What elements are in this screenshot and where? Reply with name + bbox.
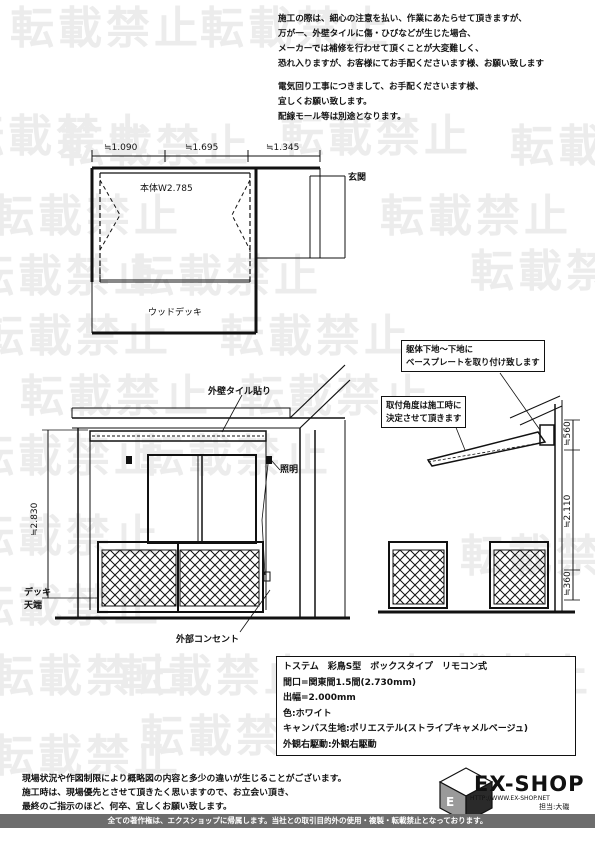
side-dim-bottom: ≒360 (563, 571, 573, 596)
staff-label: 担当:大磯 (539, 803, 570, 811)
plan-dim-right: ≒1.345 (266, 143, 300, 153)
callout-base-plate: 躯体下地～下地に ベースプレートを取り付け致します (401, 340, 545, 372)
side-elevation (378, 372, 580, 614)
construction-notes: 施工の際は、細心の注意を払い、作業にあたらせて頂きますが、 万が一、外壁タイルに… (278, 12, 588, 125)
front-height-dim: ≒2.830 (30, 502, 40, 536)
plan-deck-label: ウッドデッキ (148, 308, 203, 318)
brand-name: EX-SHOP (474, 772, 585, 796)
spec-box: トステム 彩鳥S型 ボックスタイプ リモコン式 間口=関東間1.5間(2.730… (276, 656, 576, 756)
spec-line: 外観右駆動:外観右駆動 (283, 739, 377, 750)
logo-cube-icon: E (438, 767, 494, 824)
footnote: 現場状況や作図制限により概略図の内容と多少の違いが生じることがございます。 施工… (22, 772, 346, 814)
front-wall-tile-label: 外壁タイル貼り (208, 387, 272, 397)
side-dim-top: ≒560 (563, 421, 573, 446)
plan-body-width: 本体W2.785 (140, 184, 193, 194)
callout-line: 決定させて頂きます (386, 413, 462, 423)
plan-dim-left: ≒1.090 (104, 143, 138, 153)
footnote-line: 施工時は、現場優先とさせて頂きたく思いますので、お立会い頂き、 (22, 788, 294, 798)
note-line: メーカーでは補修を行わせて頂くことが大変難しく、 (278, 44, 484, 54)
note-line: 万が一、外壁タイルに傷・ひびなどが生じた場合、 (278, 29, 476, 39)
spec-line: 色:ホワイト (283, 708, 332, 719)
footnote-line: 現場状況や作図制限により概略図の内容と多少の違いが生じることがございます。 (22, 774, 347, 784)
copyright-bar: 全ての著作権は、エクスショップに帰属します。当社との取引目的外の使用・複製・転載… (0, 814, 595, 828)
front-light-label: 照明 (280, 465, 299, 475)
plan-dim-mid: ≒1.695 (185, 143, 219, 153)
front-deck-top-label: 天端 (24, 601, 43, 611)
front-outlet-label: 外部コンセント (176, 635, 240, 645)
footnote-line: 最終のご指示のほど、何卒、宜しくお願い致します。 (22, 802, 232, 812)
brand-url: HTTP://WWW.EX-SHOP.NET (470, 795, 550, 802)
svg-text:E: E (446, 795, 454, 809)
plan-entrance-label: 玄関 (348, 173, 367, 183)
front-elevation (42, 364, 351, 633)
callout-line: 躯体下地～下地に (406, 344, 473, 354)
spec-line: 間口=関東間1.5間(2.730mm) (283, 677, 416, 688)
callout-line: ベースプレートを取り付け致します (406, 357, 540, 367)
note-line: 電気回り工事につきまして、お手配くださいます様、 (278, 82, 484, 92)
spec-line: トステム 彩鳥S型 ボックスタイプ リモコン式 (283, 662, 487, 672)
spec-line: キャンバス生地:ポリエステル(ストライプキャメルベージュ) (283, 724, 529, 734)
spec-line: 出幅=2.000mm (283, 693, 356, 703)
plan-view (90, 150, 346, 335)
front-deck-top-label: デッキ (24, 588, 52, 598)
note-line: 恐れ入りますが、お客様にてお手配くださいます様、お願い致します (278, 59, 544, 69)
callout-line: 取付角度は施工時に (386, 400, 462, 410)
note-line: 施工の際は、細心の注意を払い、作業にあたらせて頂きますが、 (278, 14, 527, 24)
note-line: 宜しくお願い致します。 (278, 97, 372, 107)
side-dim-mid: ≒2.110 (563, 494, 573, 528)
callout-angle: 取付角度は施工時に 決定させて頂きます (381, 396, 467, 428)
note-line: 配線モール等は別途となります。 (278, 112, 406, 122)
